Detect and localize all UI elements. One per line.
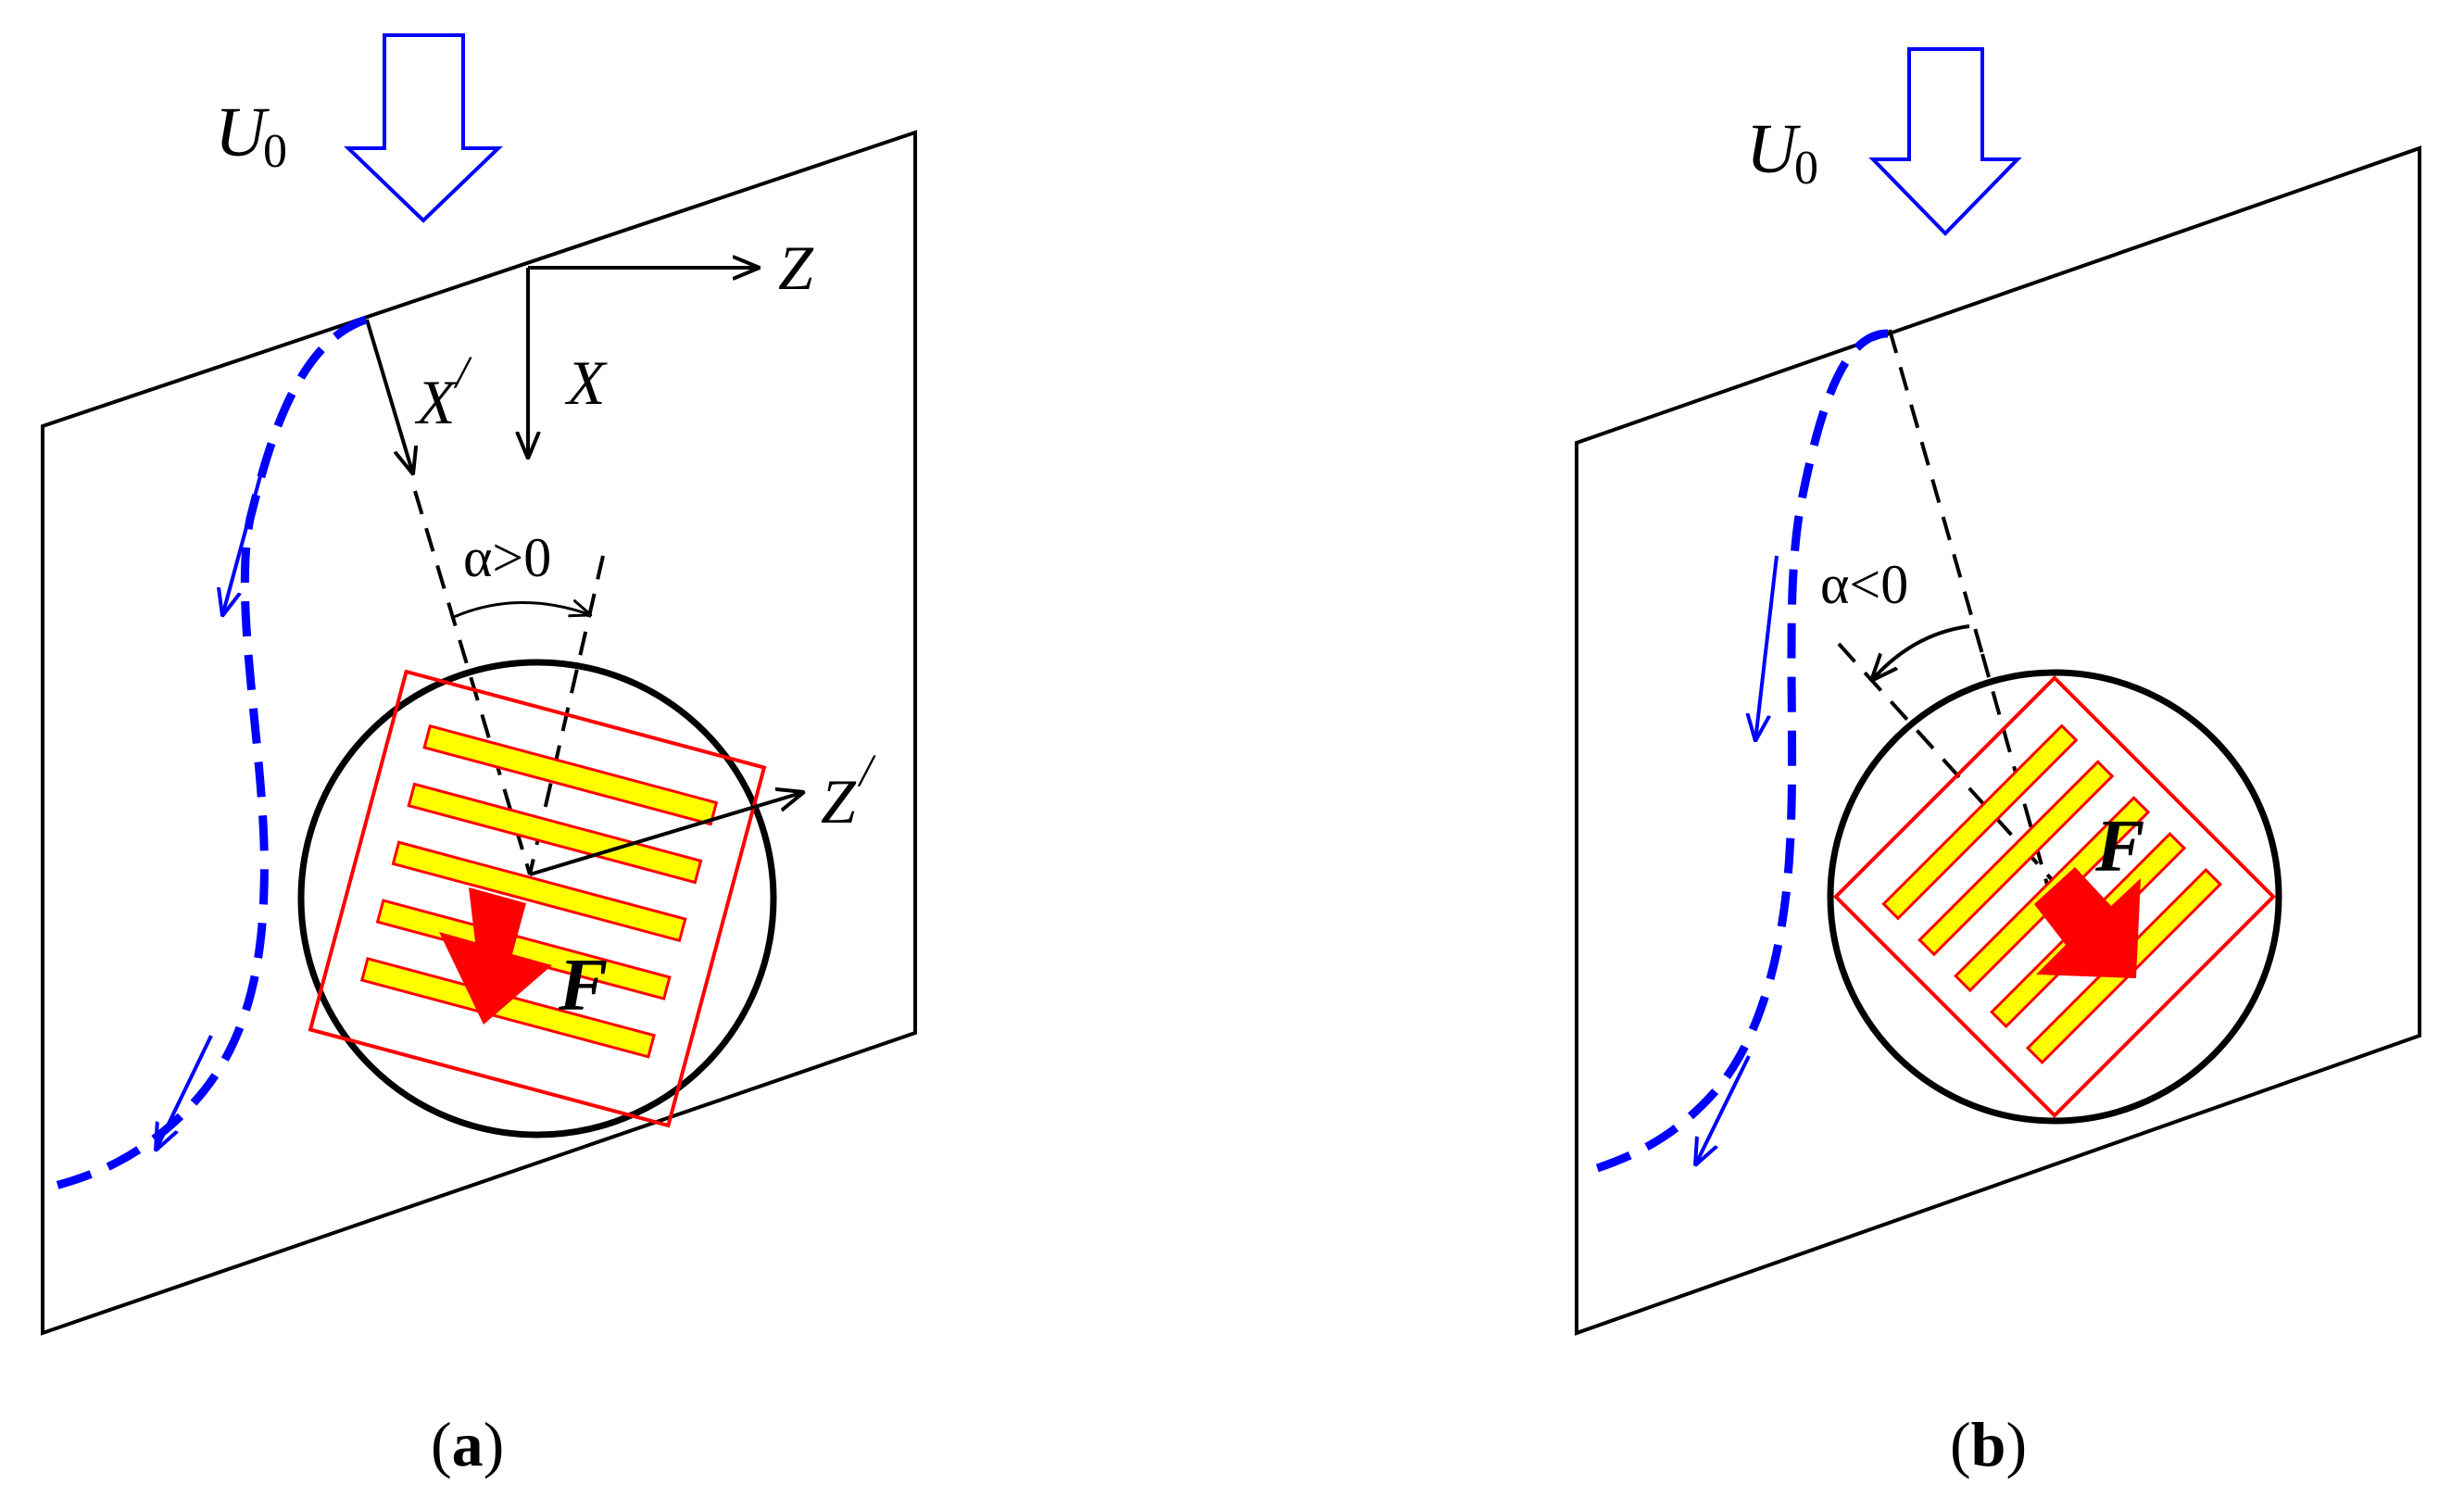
force-arrow-a [439,887,552,1025]
caption-b: (b) [1950,1409,2027,1479]
electrode-strip [1917,760,2115,957]
electrode-strip [391,840,687,943]
x-prime-mark: / [453,346,472,397]
plate-frame-a [308,669,767,1128]
cylinder-b [1827,669,2282,1125]
electrode-strip [422,723,719,826]
electrode-strip [1881,723,2079,921]
z-axis-label: Z [778,233,814,303]
x-prime-axis-arrow [365,319,413,474]
plate-frame-b [1832,674,2277,1119]
flow-direction-arrow [156,1035,213,1151]
flow-streamline-b [1584,329,1889,1176]
flow-label-b: U [1746,110,1801,188]
angle-arc-a [453,602,591,619]
x-prime-axis-label: X [414,367,458,437]
caption-a: (a) [431,1409,504,1479]
flow-subscript-a: 0 [263,125,287,178]
flow-subscript-b: 0 [1794,142,1818,195]
panel-b: U 0 α<0 F (b) [1575,47,2421,1479]
flow-direction-arrow [1695,1055,1751,1165]
z-prime-axis-arrow [529,792,804,876]
angle-label-b: α<0 [1820,554,1908,615]
x-axis-label: X [564,347,608,418]
cylinder-a [297,659,777,1138]
z-prime-axis-label: Z [821,766,857,837]
plane-b [1575,145,2421,1336]
angle-arc-b [1871,624,1970,681]
plane-a [41,130,917,1336]
panel-a: U 0 Z X X / α>0 F Z [41,33,917,1479]
angle-label-a: α>0 [463,527,551,588]
actuator-plate-a [308,669,767,1128]
flow-direction-arrow [1755,555,1779,741]
force-label-b: F [2094,806,2144,887]
flow-streamline-a [46,315,368,1192]
flow-arrow-a [344,33,503,223]
force-arrow-b [2034,867,2141,978]
electrode-strip [407,782,703,885]
flow-arrow-b [1868,47,2022,236]
force-label-a: F [558,945,608,1026]
flow-label-a: U [215,94,270,171]
z-prime-mark: / [857,744,876,796]
flow-direction-arrow [222,451,269,616]
dashed-ref-vertical-b [1888,329,1984,655]
